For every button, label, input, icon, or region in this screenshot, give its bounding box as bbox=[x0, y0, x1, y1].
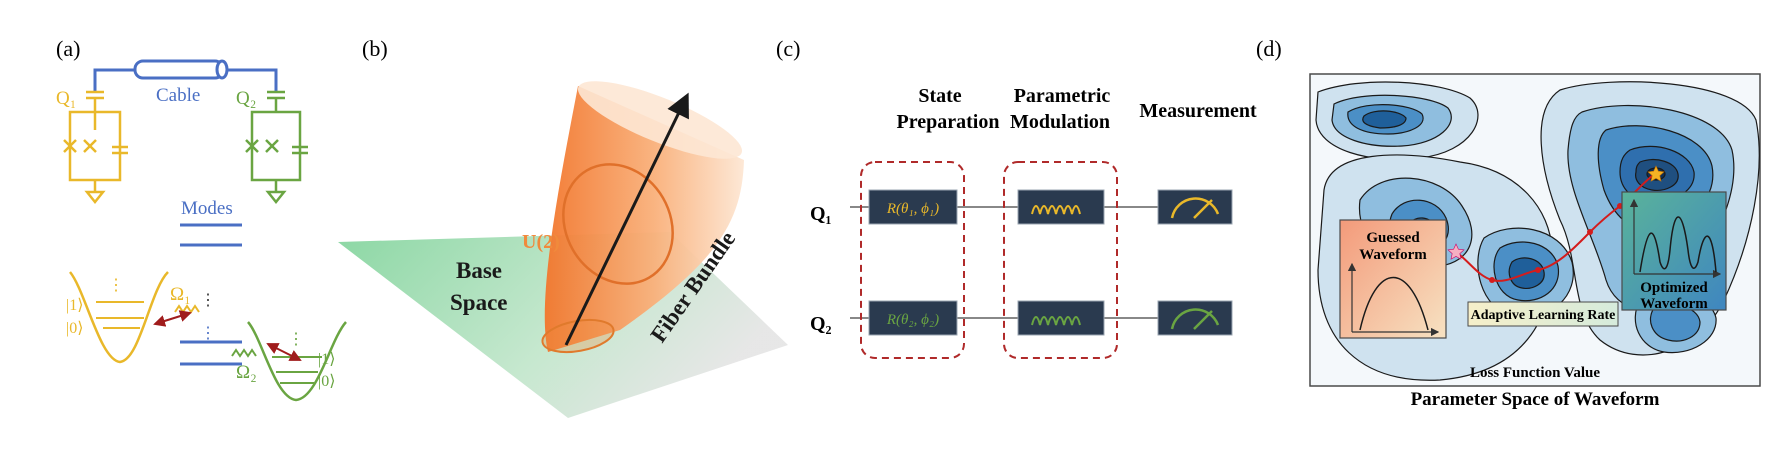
path-point-3 bbox=[1587, 229, 1593, 235]
q1-circuit-label: Q₁ bbox=[56, 88, 76, 109]
meter-2-arc bbox=[1170, 308, 1220, 330]
meter-2-needle bbox=[1193, 310, 1213, 330]
guessed-label-2: Waveform bbox=[1359, 247, 1427, 263]
q1-potential bbox=[69, 271, 169, 364]
q1-potential-dots: ⋮ bbox=[108, 277, 124, 294]
optimized-label-2: Waveform bbox=[1640, 296, 1708, 312]
guessed-waveform-box bbox=[1339, 219, 1447, 339]
adaptive-lr-label: Adaptive Learning Rate bbox=[1471, 308, 1616, 323]
panel-a-label: (a) bbox=[56, 36, 80, 61]
u2-label: U(2) bbox=[522, 231, 560, 253]
panel-c-label: (c) bbox=[776, 36, 800, 61]
cable-label: Cable bbox=[156, 85, 200, 106]
gate-r1 bbox=[868, 189, 958, 225]
mode-levels bbox=[180, 223, 242, 366]
meter-2 bbox=[1157, 300, 1233, 336]
row-q1-label: Q₁ bbox=[810, 203, 832, 225]
q2-ket1: |1⟩ bbox=[318, 351, 335, 368]
omega2-label: Ω₂ bbox=[236, 362, 257, 383]
u2-fiber-loop bbox=[562, 163, 674, 285]
base-space-label-1: Base bbox=[456, 258, 502, 283]
omega1-label: Ω₁ bbox=[170, 284, 191, 305]
cone-top-ellipse bbox=[577, 81, 743, 159]
start-star bbox=[1447, 243, 1465, 260]
q2-junctions bbox=[245, 139, 279, 153]
gate-r2-label: R(θ₂, ϕ₂) bbox=[886, 312, 939, 328]
cone-base-ellipse bbox=[541, 318, 615, 354]
q2-circuit-label: Q₂ bbox=[236, 88, 256, 109]
meter-1-arc bbox=[1170, 197, 1220, 219]
mod-wave-2 bbox=[1031, 316, 1081, 326]
q2-potential-dots: ⋮ bbox=[288, 331, 304, 348]
adaptive-lr-box bbox=[1467, 301, 1619, 327]
panel-d-caption: Parameter Space of Waveform bbox=[1411, 389, 1660, 410]
col-measurement: Measurement bbox=[1139, 100, 1257, 122]
coupling-arrow-2 bbox=[266, 343, 302, 361]
cable bbox=[93, 59, 278, 92]
optimum-star bbox=[1647, 165, 1665, 182]
state-prep-box bbox=[860, 161, 965, 359]
guessed-curve bbox=[1359, 276, 1429, 331]
gate-r2 bbox=[868, 300, 958, 336]
modes-dots: ⋮ bbox=[200, 325, 216, 342]
q1-circuit bbox=[68, 90, 128, 205]
col-param-mod-1: Parametric bbox=[1014, 85, 1111, 107]
col-param-mod-2: Modulation bbox=[1010, 111, 1110, 133]
path-point-2 bbox=[1535, 267, 1541, 273]
fiber-axis-arrow bbox=[564, 92, 689, 346]
col-state-prep-1: State bbox=[918, 85, 961, 107]
coupling-arrow-1 bbox=[153, 310, 192, 327]
modes-label: Modes bbox=[181, 198, 233, 219]
optimized-label-1: Optimized bbox=[1640, 280, 1708, 296]
q1-ket0: |0⟩ bbox=[66, 320, 83, 337]
path-point-1 bbox=[1489, 277, 1495, 283]
gate-r1-label: R(θ₁, ϕ₁) bbox=[886, 201, 939, 217]
panel-b-label: (b) bbox=[362, 36, 388, 61]
drive1-wave bbox=[174, 304, 200, 314]
panel-a: (a) Cable Q₁ bbox=[56, 36, 347, 402]
meter-1-needle bbox=[1193, 199, 1213, 219]
base-space-label-2: Space bbox=[450, 290, 508, 315]
drive1-dots: ⋮ bbox=[200, 292, 216, 309]
mod-wave-1 bbox=[1031, 205, 1081, 215]
col-state-prep-2: Preparation bbox=[897, 111, 1000, 133]
panel-b: (b) U(2) Base Space Fiber Bundle bbox=[338, 36, 788, 418]
loss-label: Loss Function Value bbox=[1470, 365, 1600, 381]
q2-ket0: |0⟩ bbox=[318, 373, 335, 390]
panel-d: (d) bbox=[1256, 36, 1761, 410]
meter-1 bbox=[1157, 189, 1233, 225]
q1-junctions bbox=[63, 139, 97, 153]
drive2-wave bbox=[231, 348, 257, 358]
param-mod-box bbox=[1003, 161, 1118, 359]
panel-c: (c) State Preparation Parametric Modulat… bbox=[776, 36, 1257, 359]
optimized-curve bbox=[1639, 216, 1717, 273]
q2-circuit bbox=[250, 90, 308, 205]
panel-d-label: (d) bbox=[1256, 36, 1282, 61]
mod-gate-1 bbox=[1017, 189, 1105, 225]
q1-ket1: |1⟩ bbox=[66, 297, 83, 314]
optimized-waveform-box bbox=[1621, 191, 1727, 311]
guessed-label-1: Guessed bbox=[1366, 230, 1420, 246]
row-q2-label: Q₂ bbox=[810, 313, 832, 335]
